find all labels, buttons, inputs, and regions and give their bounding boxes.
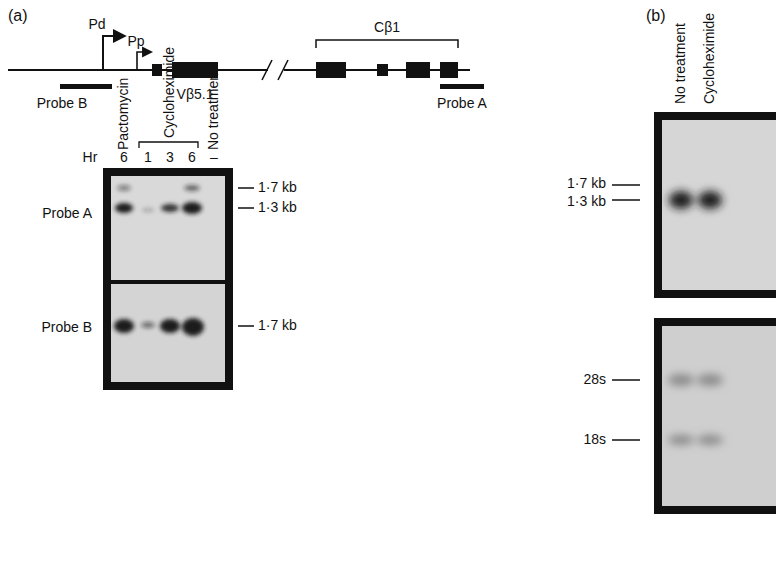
blot-b — [612, 112, 776, 514]
lane-label: No treatment — [673, 23, 688, 104]
panel-letter: (b) — [646, 7, 666, 25]
probe-name: Probe B — [37, 96, 88, 111]
lane-label: No treatment — [206, 69, 221, 150]
size-marker: 1·7 kb — [567, 176, 606, 191]
probe-name: Probe B — [41, 320, 92, 335]
panel-letter: (a) — [8, 7, 28, 25]
time-label: Hr — [83, 150, 98, 165]
gene-segment: Cβ1 — [374, 20, 400, 35]
size-marker: 1·3 kb — [567, 194, 606, 209]
time-value: 1 — [144, 150, 152, 165]
lane-label: Cycloheximide — [162, 47, 177, 138]
blot-a — [103, 168, 254, 390]
lane-label: Cycloheximide — [702, 13, 717, 104]
size-marker: 1·3 kb — [258, 200, 297, 215]
lane-label: Pactomycin — [116, 78, 131, 150]
size-marker: 1·7 kb — [258, 318, 297, 333]
gene-map — [8, 36, 484, 89]
promoter-name: Pp — [127, 34, 144, 49]
promoter-name: Pd — [88, 17, 105, 32]
rrna-marker: 18s — [583, 432, 606, 447]
probe-name: Probe A — [437, 96, 487, 111]
time-value: 6 — [120, 150, 128, 165]
time-value: – — [210, 150, 218, 165]
lane-bracket — [139, 142, 198, 148]
time-value: 6 — [188, 150, 196, 165]
probe-name: Probe A — [42, 206, 92, 221]
size-marker: 1·7 kb — [258, 180, 297, 195]
rrna-marker: 28s — [583, 372, 606, 387]
time-value: 3 — [166, 150, 174, 165]
